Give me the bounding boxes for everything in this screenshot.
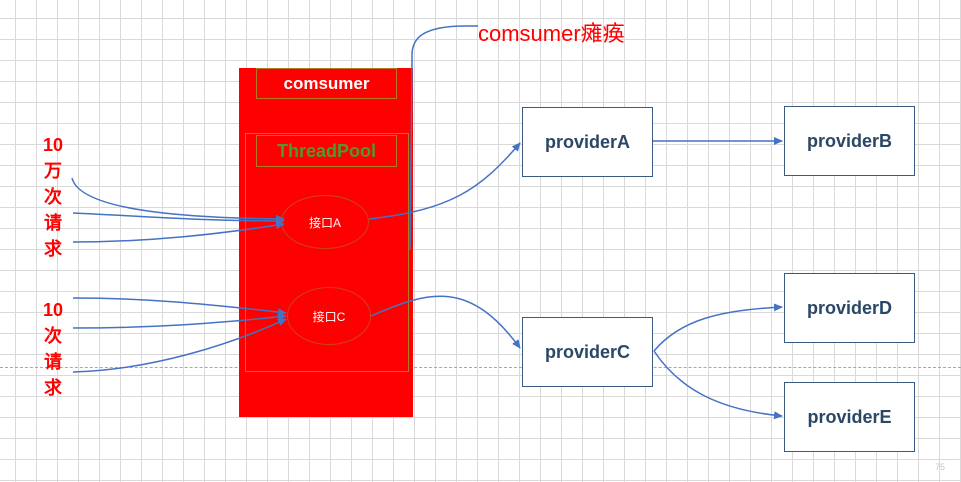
iface-c-to-provider-c-arrow <box>370 295 521 349</box>
provider-a-node: providerA <box>522 107 653 177</box>
request-100k-char: 次 <box>44 187 62 207</box>
request-label-10: 10 次 请 求 <box>38 297 68 401</box>
request-arrow-2 <box>72 212 285 225</box>
provider-b-node: providerB <box>784 106 915 176</box>
request-10-char: 求 <box>44 378 62 398</box>
provider-c-label: providerC <box>544 341 631 362</box>
request-arrow-6 <box>72 318 287 373</box>
provider-e-node: providerE <box>784 382 915 452</box>
request-10-char: 10 <box>42 300 64 320</box>
dashed-separator-line <box>0 367 961 368</box>
request-100k-char: 求 <box>44 239 62 259</box>
consumer-crash-title: comsumer瘫痪 <box>478 21 625 46</box>
request-arrow-1 <box>71 177 285 223</box>
request-100k-char: 万 <box>44 161 62 181</box>
request-arrow-4 <box>72 297 287 317</box>
watermark-text: 75 <box>935 462 946 472</box>
request-10-char: 请 <box>44 352 62 372</box>
provider-c-to-d-arrow <box>653 303 783 352</box>
threadpool-label: ThreadPool <box>276 140 376 161</box>
threadpool-box <box>245 133 409 372</box>
request-100k-char: 请 <box>44 213 62 233</box>
provider-c-to-e-arrow <box>653 350 783 420</box>
consumer-title: comsumer <box>283 73 370 93</box>
request-label-100k: 10 万 次 请 求 <box>38 132 68 262</box>
provider-c-node: providerC <box>522 317 653 387</box>
request-100k-char: 10 <box>42 135 64 155</box>
provider-e-label: providerE <box>807 406 892 427</box>
interface-c-label: 接口C <box>312 309 346 324</box>
provider-d-node: providerD <box>784 273 915 343</box>
request-arrow-5 <box>72 312 287 329</box>
provider-a-label: providerA <box>544 131 631 152</box>
request-arrow-3 <box>72 221 285 243</box>
request-10-char: 次 <box>44 326 62 346</box>
consumer-title-box: comsumer <box>256 68 397 99</box>
interface-c-node: 接口C <box>287 287 371 345</box>
interface-a-label: 接口A <box>308 215 341 230</box>
threadpool-label-box: ThreadPool <box>256 135 397 167</box>
provider-b-label: providerB <box>806 130 893 151</box>
crash-callout-line <box>409 25 478 251</box>
provider-d-label: providerD <box>806 297 893 318</box>
iface-a-to-provider-a-arrow <box>368 142 521 220</box>
